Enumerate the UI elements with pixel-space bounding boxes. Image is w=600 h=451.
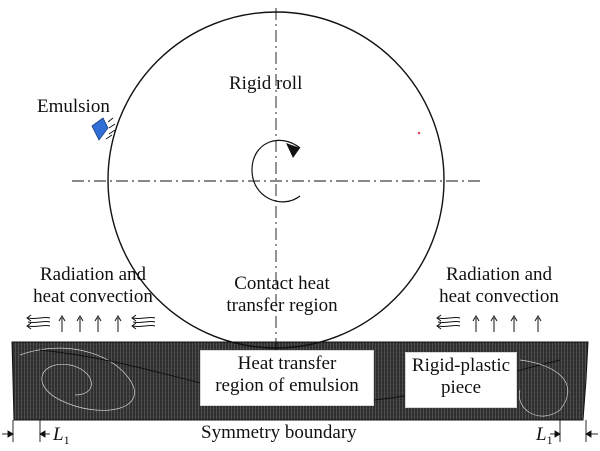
- rigid-plastic-line-1: Rigid-plastic: [411, 355, 511, 376]
- l1-right-dimension: [550, 420, 598, 442]
- radiation-left-line-1: Radiation and: [39, 264, 147, 285]
- symmetry-boundary-label: Symmetry boundary: [201, 422, 357, 443]
- rigid-roll-label: Rigid roll: [229, 73, 303, 94]
- contact-region-line-1: Contact heat: [234, 273, 330, 294]
- emulsion-label: Emulsion: [37, 96, 110, 117]
- emulsion-region-box: Heat transfer region of emulsion: [200, 350, 374, 406]
- radiation-right-line-2: heat convection: [439, 286, 559, 307]
- l1-left-dimension: [2, 420, 50, 442]
- workpiece-contour-right: [519, 359, 569, 417]
- radiation-left-line-2: heat convection: [33, 286, 153, 307]
- spray-line-1: [107, 117, 114, 123]
- emulsion-region-line-2: region of emulsion: [215, 375, 359, 396]
- rotation-arrow: [251, 139, 301, 203]
- contact-region-line-2: transfer region: [226, 295, 338, 316]
- accent-dot: [417, 131, 421, 135]
- l1-right-label: L1: [536, 424, 553, 451]
- spray-line-4: [105, 134, 113, 140]
- spray-line-2: [108, 123, 116, 129]
- left-convection-arrows: [26, 314, 156, 332]
- contact-region-label: Contact heat transfer region: [212, 273, 352, 317]
- rigid-plastic-line-2: piece: [440, 377, 482, 398]
- right-convection-arrows: [436, 314, 542, 332]
- rigid-plastic-box: Rigid-plastic piece: [405, 352, 517, 408]
- spray-line-3: [108, 129, 116, 135]
- emulsion-region-line-1: Heat transfer: [237, 353, 337, 374]
- l1-left-subscript: 1: [63, 433, 70, 447]
- l1-left-letter: L: [53, 424, 64, 445]
- radiation-right-line-1: Radiation and: [445, 264, 553, 285]
- radiation-right-label: Radiation and heat convection: [424, 264, 574, 308]
- rotation-arrowhead: [286, 143, 300, 158]
- emulsion-nozzle-icon: [91, 117, 109, 141]
- radiation-left-label: Radiation and heat convection: [18, 264, 168, 308]
- l1-right-letter: L: [536, 424, 547, 445]
- l1-left-label: L1: [53, 424, 70, 451]
- l1-right-subscript: 1: [546, 433, 553, 447]
- workpiece-contour-left: [19, 347, 135, 411]
